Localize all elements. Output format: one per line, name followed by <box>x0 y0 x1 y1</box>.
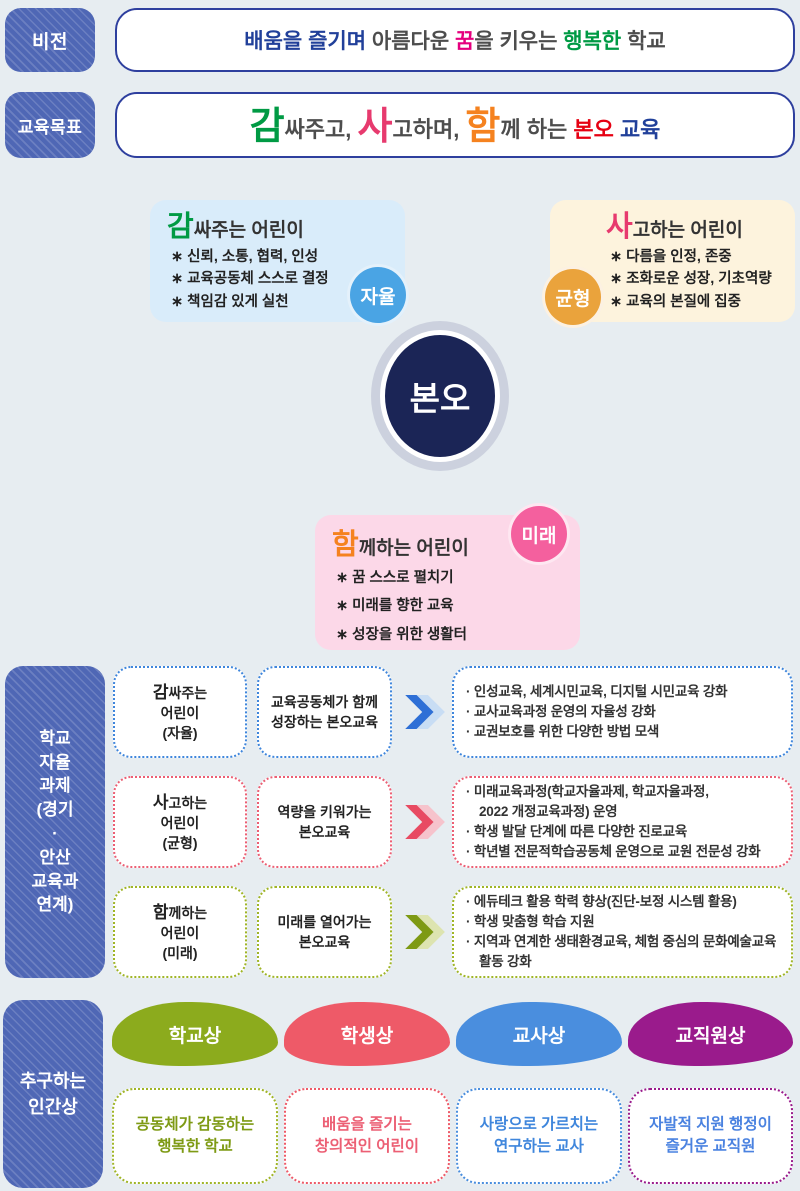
badge-future: 미래 <box>508 503 570 565</box>
task-items-box: · 에듀테크 활용 학력 향상(진단-보정 시스템 활용) · 학생 맞춤형 학… <box>452 886 793 978</box>
pursuit-column-staff: 교직원상 자발적 지원 행정이 즐거운 교직원 <box>628 1000 793 1190</box>
persona-blob-teacher: 교사상 <box>456 1002 622 1066</box>
persona-blob-student: 학생상 <box>284 1002 450 1066</box>
task-item: · 에듀테크 활용 학력 향상(진단-보정 시스템 활용) <box>466 893 737 909</box>
task-item: · 미래교육과정(학교자율과제, 학교자율과정, 2022 개정교육과정) 운영 <box>466 783 709 819</box>
card-title: 함께하는 어린이 <box>332 531 566 560</box>
task-child-text: 사고하는 어린이 (균형) <box>152 792 208 851</box>
tasks-sidebar-label: 학교 자율 과제 (경기 · 안산 교육과 연계) <box>5 666 105 978</box>
goal-label: 교육목표 <box>5 92 95 158</box>
card-title-rest: 싸주는 어린이 <box>193 220 304 241</box>
persona-description: 공동체가 감동하는 행복한 학교 <box>112 1088 278 1184</box>
persona-blob-school: 학교상 <box>112 1002 278 1066</box>
badge-autonomy: 자율 <box>347 264 409 326</box>
task-item: · 인성교육, 세계시민교육, 디지털 시민교육 강화 <box>466 683 728 699</box>
task-child-box: 사고하는 어린이 (균형) <box>113 776 247 868</box>
task-row-autonomy: 감싸주는 어린이 (자율) 교육공동체가 함께 성장하는 본오교육 · 인성교육… <box>0 666 800 758</box>
card-together-child: 함께하는 어린이 ∗ 꿈 스스로 펼치기 ∗ 미래를 향한 교육 ∗ 성장을 위… <box>315 503 580 650</box>
goal-statement-box: 감싸주고, 사고하며, 함께 하는 본오 교육 <box>115 92 795 158</box>
card-bullets: ∗ 꿈 스스로 펼치기 ∗ 미래를 향한 교육 ∗ 성장을 위한 생활터 <box>336 570 467 643</box>
task-item: · 교권보호를 위한 다양한 방법 모색 <box>466 724 660 740</box>
task-goal-text: 역량을 키워가는 본오교육 <box>277 803 372 840</box>
task-row-future: 함께하는 어린이 (미래) 미래를 열어가는 본오교육 · 에듀테크 활용 학력… <box>0 886 800 978</box>
vision-label: 비전 <box>5 8 95 72</box>
task-item: · 교사교육과정 운영의 자율성 강화 <box>466 703 656 719</box>
pursuit-sidebar-label: 추구하는 인간상 <box>3 1000 103 1188</box>
double-chevron-arrow-icon <box>405 805 445 839</box>
card-bullets: ∗ 신뢰, 소통, 협력, 인성 ∗ 교육공동체 스스로 결정 ∗ 책임감 있게… <box>171 249 329 310</box>
card-bullets: ∗ 다름을 인정, 존중 ∗ 조화로운 성장, 기초역량 ∗ 교육의 본질에 집… <box>610 249 772 310</box>
task-item: · 학생 맞춤형 학습 지원 <box>466 913 595 929</box>
double-chevron-arrow-icon <box>405 695 445 729</box>
persona-description: 배움을 즐기는 창의적인 어린이 <box>284 1088 450 1184</box>
task-item: · 지역과 연계한 생태환경교육, 체험 중심의 문화예술교육 활동 강화 <box>466 934 777 970</box>
task-items-box: · 미래교육과정(학교자율과제, 학교자율과정, 2022 개정교육과정) 운영… <box>452 776 793 868</box>
card-title: 사고하는 어린이 <box>606 213 781 242</box>
center-circle-bono: 본오 <box>380 330 500 462</box>
task-row-balance: 사고하는 어린이 (균형) 역량을 키워가는 본오교육 · 미래교육과정(학교자… <box>0 776 800 868</box>
task-child-box: 감싸주는 어린이 (자율) <box>113 666 247 758</box>
task-item: · 학생 발달 단계에 따른 다양한 진로교육 <box>466 824 688 839</box>
task-child-text: 감싸주는 어린이 (자율) <box>152 682 208 741</box>
task-goal-text: 미래를 열어가는 본오교육 <box>277 913 372 950</box>
persona-blob-staff: 교직원상 <box>628 1002 793 1066</box>
vision-statement: 배움을 즐기며 아름다운 꿈을 키우는 행복한 학교 <box>244 30 666 53</box>
card-embracing-child: 감싸주는 어린이 ∗ 신뢰, 소통, 협력, 인성 ∗ 교육공동체 스스로 결정… <box>150 200 409 326</box>
vision-statement-box: 배움을 즐기며 아름다운 꿈을 키우는 행복한 학교 <box>115 8 795 72</box>
persona-description: 사랑으로 가르치는 연구하는 교사 <box>456 1088 622 1184</box>
task-child-box: 함께하는 어린이 (미래) <box>113 886 247 978</box>
double-chevron-arrow-icon <box>405 915 445 949</box>
task-goal-box: 역량을 키워가는 본오교육 <box>257 776 392 868</box>
task-goal-box: 미래를 열어가는 본오교육 <box>257 886 392 978</box>
task-goal-box: 교육공동체가 함께 성장하는 본오교육 <box>257 666 392 758</box>
task-item: · 학년별 전문적학습공동체 운영으로 교원 전문성 강화 <box>466 844 761 860</box>
card-title-rest: 께하는 어린이 <box>358 538 469 559</box>
pursuit-column-student: 학생상 배움을 즐기는 창의적인 어린이 <box>284 1000 450 1190</box>
pursuit-column-teacher: 교사상 사랑으로 가르치는 연구하는 교사 <box>456 1000 622 1190</box>
task-child-text: 함께하는 어린이 (미래) <box>152 902 208 961</box>
pursuit-column-school: 학교상 공동체가 감동하는 행복한 학교 <box>112 1000 278 1190</box>
task-items-box: · 인성교육, 세계시민교육, 디지털 시민교육 강화 · 교사교육과정 운영의… <box>452 666 793 758</box>
card-title-initial: 감 <box>167 211 194 243</box>
badge-balance: 균형 <box>542 266 604 328</box>
card-title-initial: 사 <box>606 211 633 243</box>
task-goal-text: 교육공동체가 함께 성장하는 본오교육 <box>271 693 378 730</box>
card-title: 감싸주는 어린이 <box>167 213 391 242</box>
goal-statement: 감싸주고, 사고하며, 함께 하는 본오 교육 <box>249 106 661 148</box>
card-title-rest: 고하는 어린이 <box>632 220 743 241</box>
card-thinking-child: 사고하는 어린이 ∗ 다름을 인정, 존중 ∗ 조화로운 성장, 기초역량 ∗ … <box>542 200 795 328</box>
persona-description: 자발적 지원 행정이 즐거운 교직원 <box>628 1088 793 1184</box>
card-title-initial: 함 <box>332 529 359 561</box>
